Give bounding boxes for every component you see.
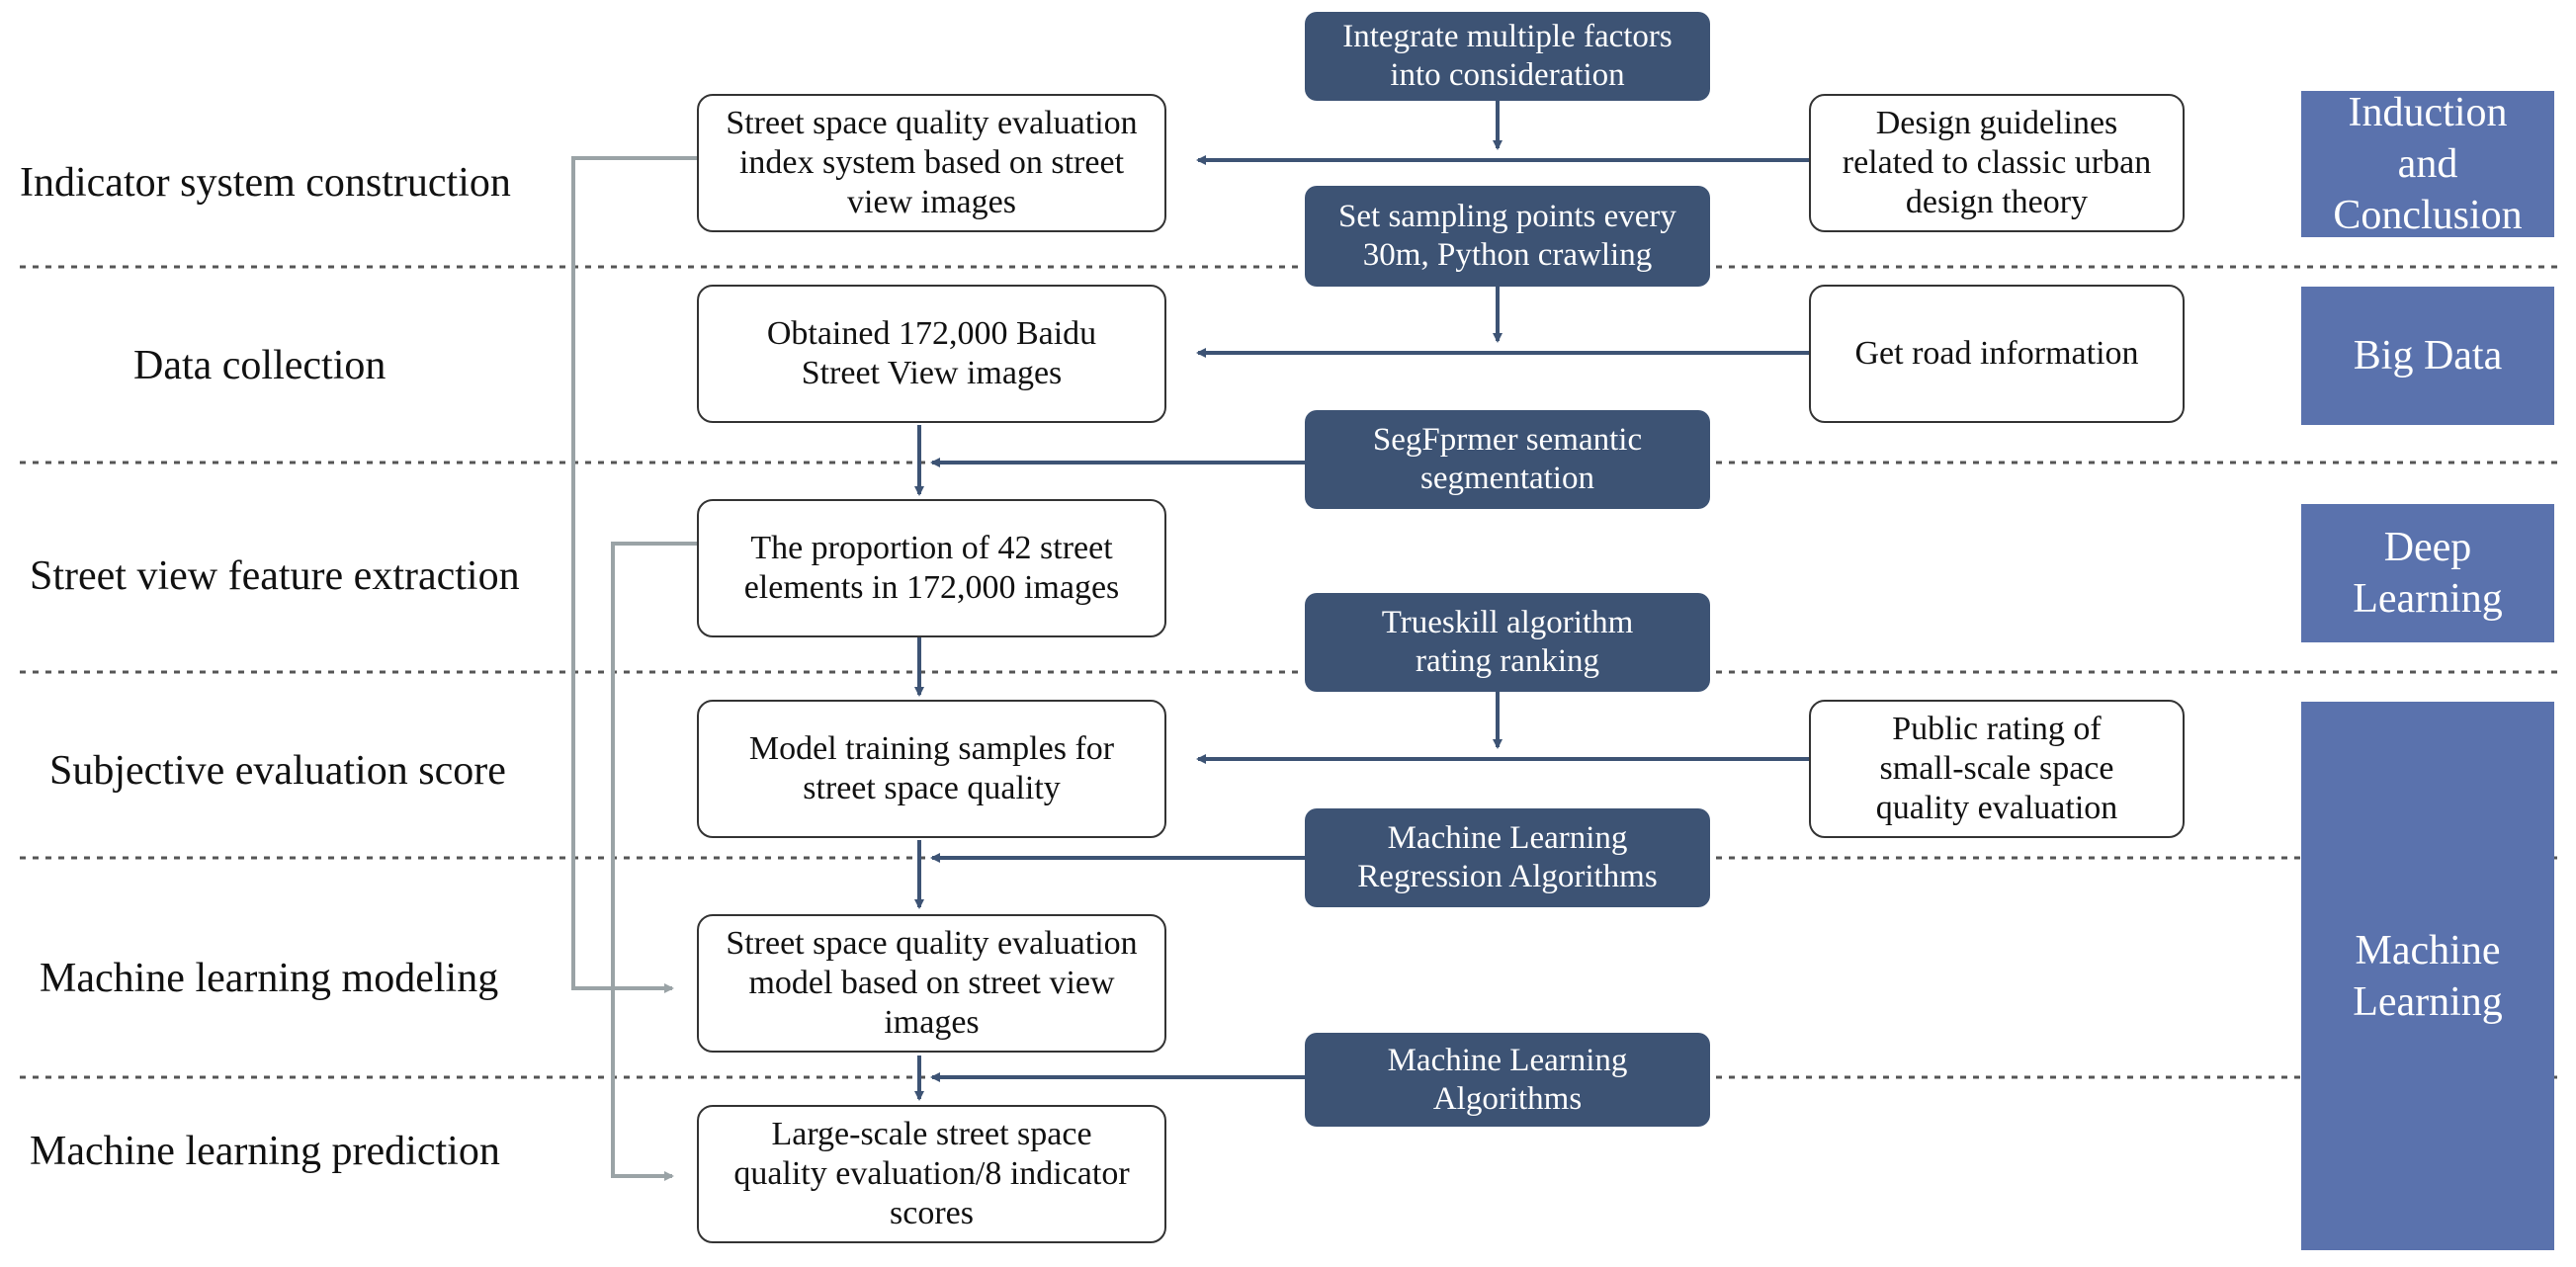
category-big-data: Big Data (2301, 287, 2554, 425)
stage-label-data-collection: Data collection (133, 343, 386, 388)
category-deep-learning: Deep Learning (2301, 504, 2554, 642)
stage-label-ml-modeling: Machine learning modeling (40, 956, 499, 1001)
method-integrate-factors: Integrate multiple factors into consider… (1305, 12, 1710, 101)
flow-arrows (914, 99, 1809, 1101)
method-trueskill: Trueskill algorithm rating ranking (1305, 593, 1710, 692)
stage-label-feature-extraction: Street view feature extraction (30, 553, 520, 599)
street-view-images-box: Obtained 172,000 Baidu Street View image… (697, 285, 1166, 423)
feedback-arrow-elements-to-prediction (611, 542, 697, 1181)
source-road-information: Get road information (1809, 285, 2185, 423)
method-ml-regression: Machine Learning Regression Algorithms (1305, 808, 1710, 907)
source-public-rating: Public rating of small-scale space quali… (1809, 700, 2185, 838)
stage-label-subjective-score: Subjective evaluation score (49, 748, 506, 794)
feedback-arrow-index-to-model (571, 156, 697, 993)
index-system-box: Street space quality evaluation index sy… (697, 94, 1166, 232)
feedback-loops (571, 156, 697, 1181)
prediction-box: Large-scale street space quality evaluat… (697, 1105, 1166, 1243)
method-ml-algorithms: Machine Learning Algorithms (1305, 1033, 1710, 1127)
source-design-guidelines: Design guidelines related to classic urb… (1809, 94, 2185, 232)
stage-label-ml-prediction: Machine learning prediction (30, 1129, 500, 1174)
street-elements-box: The proportion of 42 street elements in … (697, 499, 1166, 637)
evaluation-model-box: Street space quality evaluation model ba… (697, 914, 1166, 1053)
method-segformer: SegFprmer semantic segmentation (1305, 410, 1710, 509)
category-induction-conclusion: Induction and Conclusion (2301, 90, 2554, 238)
method-sampling-crawling: Set sampling points every 30m, Python cr… (1305, 186, 1710, 287)
category-machine-learning: Machine Learning (2301, 702, 2554, 1250)
stage-label-indicator: Indicator system construction (20, 160, 511, 206)
training-samples-box: Model training samples for street space … (697, 700, 1166, 838)
